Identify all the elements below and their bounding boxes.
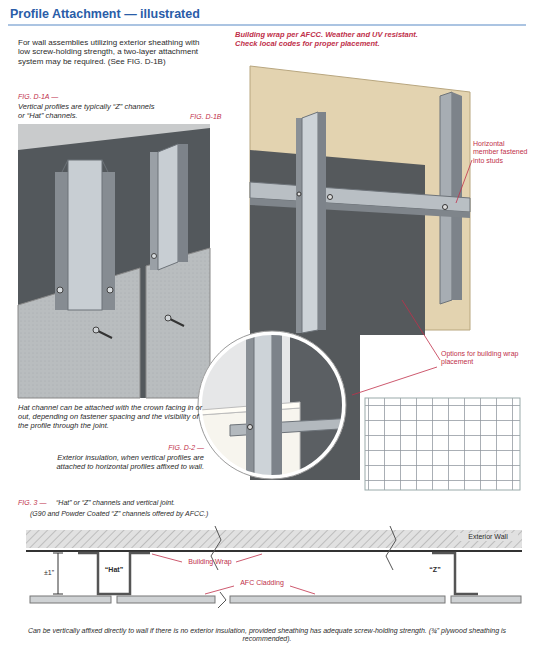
text-holder: Can be vertically affixed directly to wa… (22, 627, 512, 644)
fig-d2-inset (195, 322, 360, 480)
callout-text: Horizontal member fastened into studs (473, 140, 531, 165)
figure-note: “Hat” or “Z” channels and vertical joint… (56, 499, 276, 507)
caption-text: Can be vertically affixed directly to wa… (22, 627, 512, 644)
dimension: ±1” (28, 569, 54, 577)
text-holder: Building wrap per AFCC. Weather and UV r… (235, 31, 440, 49)
text-holder: Hat channel can be attached with the cro… (18, 404, 208, 431)
part-name: AFC Cladding (234, 579, 290, 587)
text-holder: Building Wrap (183, 558, 237, 566)
figure-note: Vertical profiles are typically “Z” chan… (18, 103, 158, 121)
text-holder: (G90 and Powder Coated “Z” channels offe… (30, 510, 290, 518)
text-holder: Vertical profiles are typically “Z” chan… (18, 103, 158, 121)
text-holder: FIG. D-1A — (18, 93, 108, 101)
part-name: “Hat” (100, 566, 128, 574)
figure-label: FIG. D-1A — (18, 93, 108, 101)
text-holder: Exterior Wall (458, 533, 518, 541)
fig-d1a-illustration (18, 124, 210, 398)
figure-label: FIG. 3 — (18, 499, 58, 507)
callout-text: Options for building wrap placement (441, 350, 521, 367)
text-holder: FIG. D-2 — (110, 444, 204, 452)
text-holder: Options for building wrap placement (441, 350, 521, 367)
intro-text: For wall assemblies utilizing exterior s… (18, 38, 206, 66)
note-text: Building wrap per AFCC. Weather and UV r… (235, 31, 440, 49)
text-holder: “Z” (420, 566, 450, 574)
text-holder: “Hat” (100, 566, 128, 574)
header-rule (8, 25, 526, 26)
figure-label: FIG. D-1B (190, 113, 240, 121)
text-holder: Horizontal member fastened into studs (473, 140, 531, 165)
fig-3-section (26, 526, 522, 608)
figure-note: Hat channel can be attached with the cro… (18, 404, 208, 431)
text-holder: AFC Cladding (234, 579, 290, 587)
part-name: Exterior Wall (458, 533, 518, 541)
wrap-placement-grid (365, 398, 520, 490)
part-name: “Z” (420, 566, 450, 574)
text-holder: Profile Attachment — illustrated (10, 7, 410, 22)
figure-note: Exterior insulation, when vertical profi… (38, 454, 204, 472)
text-holder: Exterior insulation, when vertical profi… (38, 454, 204, 472)
figure-label: FIG. D-2 — (110, 444, 204, 452)
text-holder: For wall assemblies utilizing exterior s… (18, 38, 206, 66)
text-holder: “Hat” or “Z” channels and vertical joint… (56, 499, 276, 507)
figure-note: (G90 and Powder Coated “Z” channels offe… (30, 510, 290, 518)
text-holder: FIG. 3 — (18, 499, 58, 507)
page-title: Profile Attachment — illustrated (10, 7, 410, 22)
text-holder: FIG. D-1B (190, 113, 240, 121)
text-holder: ±1” (28, 569, 54, 577)
part-name: Building Wrap (183, 558, 237, 566)
